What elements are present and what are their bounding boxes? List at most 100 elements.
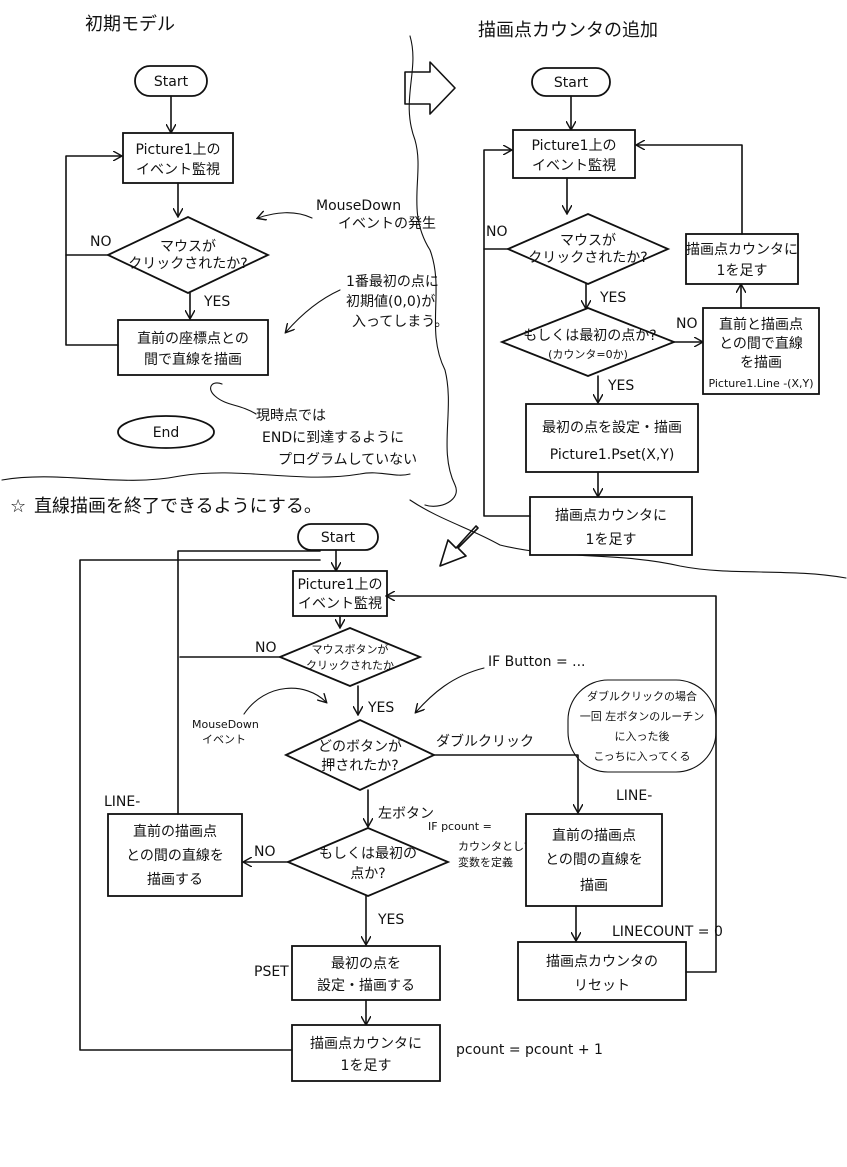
final-counter-box [291,1024,441,1082]
final-note-double-3: に入った後 [615,729,670,743]
counter-decision-line2: クリックされたか? [528,250,647,266]
final-line-label-left: LINE- [104,794,140,810]
initial-yes-label: YES [203,294,230,310]
initial-no-label: NO [90,234,112,250]
final-note-double-2: 一回 左ボタンのルーチン [580,710,705,723]
final-line-left-1: 直前の描画点 [133,823,217,840]
counter-line-box [702,307,820,395]
panel-final-star: ☆ [10,496,26,517]
final-reset-1: 描画点カウンタの [546,954,658,970]
counter-watch-box [512,129,636,179]
counter-line-line3: を描画 [740,355,782,371]
counter-decision2-line1: もしくは最初の点か? [523,327,656,344]
counter-yes2-label: YES [607,378,634,394]
final-button-decision [277,627,423,687]
panel-initial-title: 初期モデル [85,14,175,35]
final-first-point-box [291,945,441,1001]
counter-decision2-line2: (カウンタ=0か) [548,348,628,361]
final-linecount-label: LINECOUNT = 0 [612,924,723,940]
final-start-label: Start [321,530,356,546]
initial-note-first-1: 1番最初の点に [346,273,439,290]
final-pcount-label: pcount = pcount + 1 [456,1042,603,1058]
counter-watch-line2: イベント監視 [532,157,616,174]
counter-no-label: NO [486,224,508,240]
final-line-right-2: との間の直線を [545,851,643,868]
initial-click-decision [105,216,271,294]
initial-watch-line1: Picture1上の [135,142,220,158]
initial-note-first-3: 入ってしまう。 [352,314,448,330]
final-yes2-label: YES [377,912,404,928]
counter-side-increment-box [685,233,799,285]
counter-decision-line1: マウスが [560,233,616,249]
final-left-label: 左ボタン [378,806,434,822]
panel-initial-model: 初期モデル Start Picture1上の イベント監視 マウスが クリックさ… [65,14,448,468]
counter-side-line1: 描画点カウンタに [686,242,798,258]
final-line-right-3: 描画 [580,878,608,894]
initial-watch-line2: イベント監視 [136,161,220,178]
final-line-right-box [525,813,663,907]
final-note-double-1: ダブルクリックの場合 [587,689,697,703]
panel-final-title: 直線描画を終了できるようにする。 [34,496,322,517]
final-reset-box [517,941,687,1001]
final-note-pcount-1: IF pcount = [428,820,492,833]
final-watch-line1: Picture1上の [297,577,382,593]
counter-line-line2: との間で直線 [719,335,803,352]
counter-start-label: Start [554,75,589,91]
final-note-double-4: こっちに入ってくる [593,750,690,763]
transition-arrow-right [404,61,456,115]
initial-start-label: Start [154,74,189,90]
final-note-if: IF Button = ... [488,654,586,670]
counter-watch-line1: Picture1上の [531,138,616,154]
initial-decision-line2: クリックされたか? [128,256,247,272]
counter-first-line1: 最初の点を設定・描画 [542,419,682,436]
final-note-pcount-2: カウンタとして [458,840,535,853]
final-decision-line1: マウスボタンが [312,642,389,656]
initial-decision-line1: マウスが [160,239,216,255]
final-watch-box [292,570,388,617]
initial-note-end-2: ENDに到達するように [262,430,404,446]
final-which-line2: 押されたか? [321,758,398,774]
final-line-right-1: 直前の描画点 [552,827,636,844]
panel-separators [1,35,847,579]
final-first-point-decision [285,827,451,897]
final-first-q-line1: もしくは最初の [319,845,417,862]
panel-counter-model: 描画点カウンタの追加 Start Picture1上の イベント監視 マウスが … [478,20,820,556]
final-watch-line2: イベント監視 [298,595,382,612]
initial-note-mousedown-2: イベントの発生 [338,216,436,232]
final-reset-2: リセット [574,978,630,994]
final-which-line1: どのボタンが [318,739,402,755]
final-double-label: ダブルクリック [436,733,534,750]
counter-no2-label: NO [676,316,698,332]
counter-yes-label: YES [599,290,626,306]
counter-line-line4: Picture1.Line -(X,Y) [708,377,813,390]
initial-note-end-3: プログラムしていない [278,452,417,468]
final-note-pcount-3: 変数を定義 [458,855,513,869]
initial-draw-line1: 直前の座標点との [137,330,249,347]
final-line-left-3: 描画する [147,872,203,888]
counter-increment-box [529,496,693,556]
final-note-mousedown-1: MouseDown [192,718,259,731]
final-counter-2: 1を足す [341,1058,392,1074]
final-pset-label: PSET [254,964,289,980]
initial-note-end-1: 現時点では [256,408,326,424]
initial-draw-line2: 間で直線を描画 [144,351,242,368]
initial-end-label: End [153,425,180,441]
counter-first-point-box [525,403,699,473]
counter-line-line1: 直前と描画点 [719,316,803,333]
final-no2-label: NO [254,844,276,860]
panel-final-model: ☆ 直線描画を終了できるようにする。 Start Picture1上の イベント… [10,496,723,1082]
final-counter-1: 描画点カウンタに [310,1036,422,1052]
final-decision-line2: クリックされたか [306,659,394,672]
counter-first-line2: Picture1.Pset(X,Y) [550,447,675,463]
initial-note-first-2: 初期値(0,0)が [346,293,435,310]
counter-increment-line2: 1を足す [586,532,637,548]
initial-note-mousedown-1: MouseDown [316,198,401,214]
final-yes-label: YES [367,700,394,716]
final-line-left-2: との間の直線を [126,847,224,864]
final-start-terminal [297,523,379,551]
final-line-label-right: LINE- [616,788,652,804]
counter-side-line2: 1を足す [717,263,768,279]
transition-arrow-down [439,525,479,567]
counter-click-decision [505,213,671,285]
